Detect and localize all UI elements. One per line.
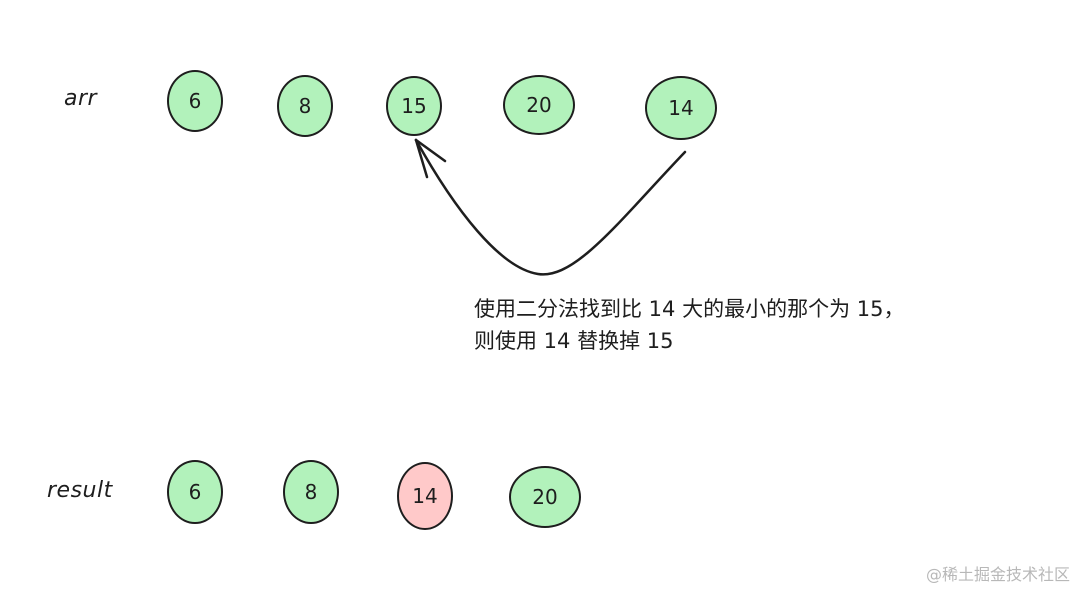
arr-node: 8 <box>277 75 333 137</box>
result-node-replaced: 14 <box>397 462 453 530</box>
result-node: 6 <box>167 460 223 524</box>
annotation-line-1: 使用二分法找到比 14 大的最小的那个为 15， <box>474 297 905 321</box>
watermark: @稀土掘金技术社区 <box>925 565 1070 584</box>
result-label: result <box>47 478 113 503</box>
arr-node: 15 <box>386 76 442 136</box>
arr-node: 14 <box>645 76 717 140</box>
arr-node: 20 <box>503 75 575 135</box>
arr-label: arr <box>64 86 98 111</box>
annotation-line-2: 则使用 14 替换掉 15 <box>474 329 674 353</box>
annotation-text: 使用二分法找到比 14 大的最小的那个为 15， 则使用 14 替换掉 15 <box>474 293 904 357</box>
result-node: 20 <box>509 466 581 528</box>
arr-node: 6 <box>167 70 223 132</box>
result-node: 8 <box>283 460 339 524</box>
